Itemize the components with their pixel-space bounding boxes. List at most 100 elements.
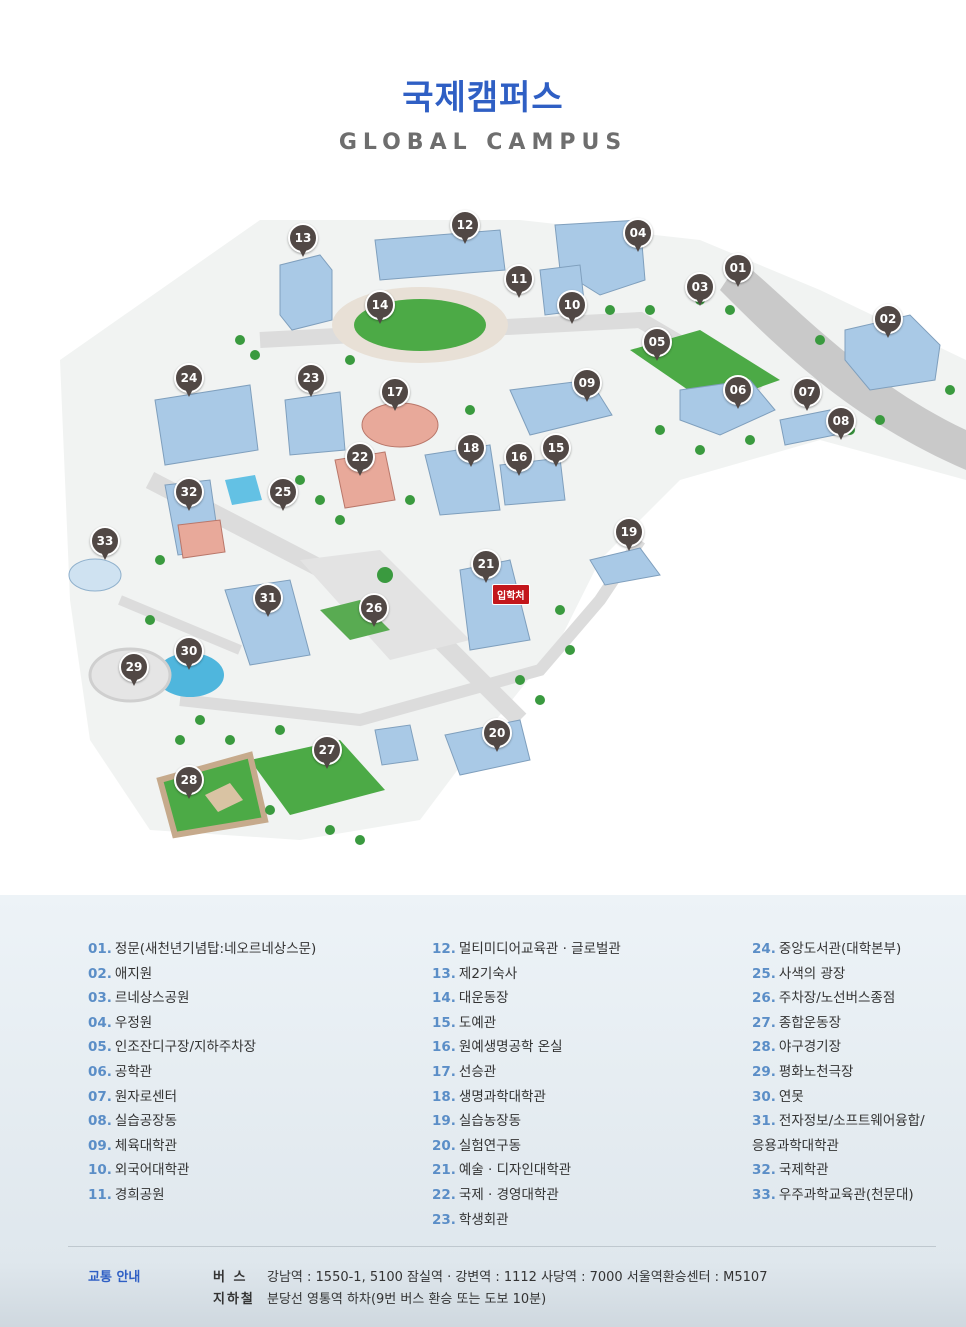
map-pin-24[interactable]: 24 — [174, 363, 204, 403]
legend-item: 29.평화노천극장 — [752, 1063, 854, 1080]
pin-number: 26 — [359, 593, 389, 623]
legend-item: 23.학생회관 — [432, 1211, 509, 1228]
legend-column-2: 12.멀티미디어교육관 · 글로벌관 13.제2기숙사 14.대운동장 15.도… — [432, 937, 621, 1232]
map-pin-18[interactable]: 18 — [456, 433, 486, 473]
map-pin-23[interactable]: 23 — [296, 363, 326, 403]
pin-tip — [567, 314, 577, 324]
map-pin-16[interactable]: 16 — [504, 442, 534, 482]
legend-item: 22.국제 · 경영대학관 — [432, 1186, 559, 1203]
observatory-33 — [68, 558, 122, 592]
pin-tip — [184, 501, 194, 511]
map-pin-17[interactable]: 17 — [380, 377, 410, 417]
bus-label: 버 스 — [213, 1270, 248, 1285]
map-pin-28[interactable]: 28 — [174, 765, 204, 805]
map-pin-01[interactable]: 01 — [723, 253, 753, 293]
map-pin-09[interactable]: 09 — [572, 368, 602, 408]
legend-item: 10.외국어대학관 — [88, 1162, 190, 1179]
legend-item: 02.애지원 — [88, 965, 153, 982]
pin-tip — [278, 501, 288, 511]
map-pin-05[interactable]: 05 — [642, 327, 672, 367]
map-pin-31[interactable]: 31 — [253, 583, 283, 623]
map-pin-25[interactable]: 25 — [268, 477, 298, 517]
map-pin-02[interactable]: 02 — [873, 304, 903, 344]
pin-tip — [733, 277, 743, 287]
main-road — [720, 260, 966, 470]
legend-item: 31.전자정보/소프트웨어융합/ — [752, 1113, 925, 1130]
building-23 — [284, 391, 346, 456]
field-27 — [250, 740, 385, 815]
legend-item: 04.우정원 — [88, 1014, 153, 1031]
legend-column-3: 24.중앙도서관(대학본부) 25.사색의 광장 26.주차장/노선버스종점 2… — [752, 937, 925, 1208]
map-pin-27[interactable]: 27 — [312, 735, 342, 775]
map-pin-07[interactable]: 07 — [792, 377, 822, 417]
pin-tip — [466, 457, 476, 467]
baseball-diamond — [205, 783, 243, 812]
legend-item: 07.원자로센터 — [88, 1088, 178, 1105]
map-pin-11[interactable]: 11 — [504, 264, 534, 304]
pin-tip — [322, 759, 332, 769]
legend-item-continued: 응용과학대학관 — [752, 1137, 839, 1154]
map-pin-21[interactable]: 21 — [471, 549, 501, 589]
pin-tip — [481, 573, 491, 583]
map-pin-20[interactable]: 20 — [482, 718, 512, 758]
pin-tip — [514, 288, 524, 298]
map-pin-22[interactable]: 22 — [345, 442, 375, 482]
legend-item: 11.경희공원 — [88, 1186, 165, 1203]
map-pin-10[interactable]: 10 — [557, 290, 587, 330]
legend-item: 16.원예생명공학 온실 — [432, 1039, 563, 1056]
map-pin-33[interactable]: 33 — [90, 526, 120, 566]
map-pin-32[interactable]: 32 — [174, 477, 204, 517]
pin-tip — [184, 387, 194, 397]
map-pin-06[interactable]: 06 — [723, 375, 753, 415]
map-pin-08[interactable]: 08 — [826, 406, 856, 446]
map-pin-26[interactable]: 26 — [359, 593, 389, 633]
pin-tip — [184, 660, 194, 670]
pin-tip — [633, 242, 643, 252]
map-pin-13[interactable]: 13 — [288, 223, 318, 263]
legend-item: 30.연못 — [752, 1088, 804, 1105]
legend-panel: 01.정문(새천년기념탑:네오르네상스문) 02.애지원 03.르네상스공원 0… — [0, 895, 966, 1327]
pin-tip — [460, 234, 470, 244]
map-pin-19[interactable]: 19 — [614, 517, 644, 557]
pin-tip — [802, 401, 812, 411]
legend-item: 21.예술 · 디자인대학관 — [432, 1162, 572, 1179]
campus-map-illustration — [60, 219, 966, 845]
map-pin-12[interactable]: 12 — [450, 210, 480, 250]
building-19 — [589, 547, 661, 586]
pin-tip — [514, 466, 524, 476]
legend-item: 05.인조잔디구장/지하주차장 — [88, 1039, 257, 1056]
map-pin-29[interactable]: 29 — [119, 652, 149, 692]
legend-item: 18.생명과학대학관 — [432, 1088, 546, 1105]
legend-item: 03.르네상스공원 — [88, 990, 190, 1007]
legend-item: 20.실험연구동 — [432, 1137, 522, 1154]
pin-number: 24 — [174, 363, 204, 393]
legend-item: 19.실습농장동 — [432, 1113, 522, 1130]
pin-tip — [695, 296, 705, 306]
pin-number: 23 — [296, 363, 326, 393]
pond-30 — [156, 653, 224, 697]
campus-map: 13 12 04 01 11 03 10 14 02 05 24 23 09 1… — [0, 180, 966, 890]
road-west — [118, 595, 242, 655]
pin-tip — [375, 314, 385, 324]
building-32-annex — [177, 519, 226, 559]
legend-item: 08.실습공장동 — [88, 1113, 178, 1130]
map-pin-15[interactable]: 15 — [541, 433, 571, 473]
building-13 — [279, 254, 333, 331]
pin-tip — [652, 351, 662, 361]
page-subtitle: GLOBAL CAMPUS — [338, 130, 628, 155]
map-pin-14[interactable]: 14 — [365, 290, 395, 330]
map-pin-04[interactable]: 04 — [623, 218, 653, 258]
legend-item: 27.종합운동장 — [752, 1014, 842, 1031]
page-title: 국제캠퍼스 — [402, 78, 564, 118]
legend-item: 01.정문(새천년기념탑:네오르네상스문) — [88, 941, 317, 957]
legend-item: 13.제2기숙사 — [432, 965, 518, 982]
map-pin-30[interactable]: 30 — [174, 636, 204, 676]
pin-tip — [369, 617, 379, 627]
legend-item: 12.멀티미디어교육관 · 글로벌관 — [432, 941, 621, 957]
legend-divider — [68, 1246, 936, 1247]
pin-tip — [355, 466, 365, 476]
admissions-badge: 입학처 — [492, 584, 530, 605]
map-pin-03[interactable]: 03 — [685, 272, 715, 312]
